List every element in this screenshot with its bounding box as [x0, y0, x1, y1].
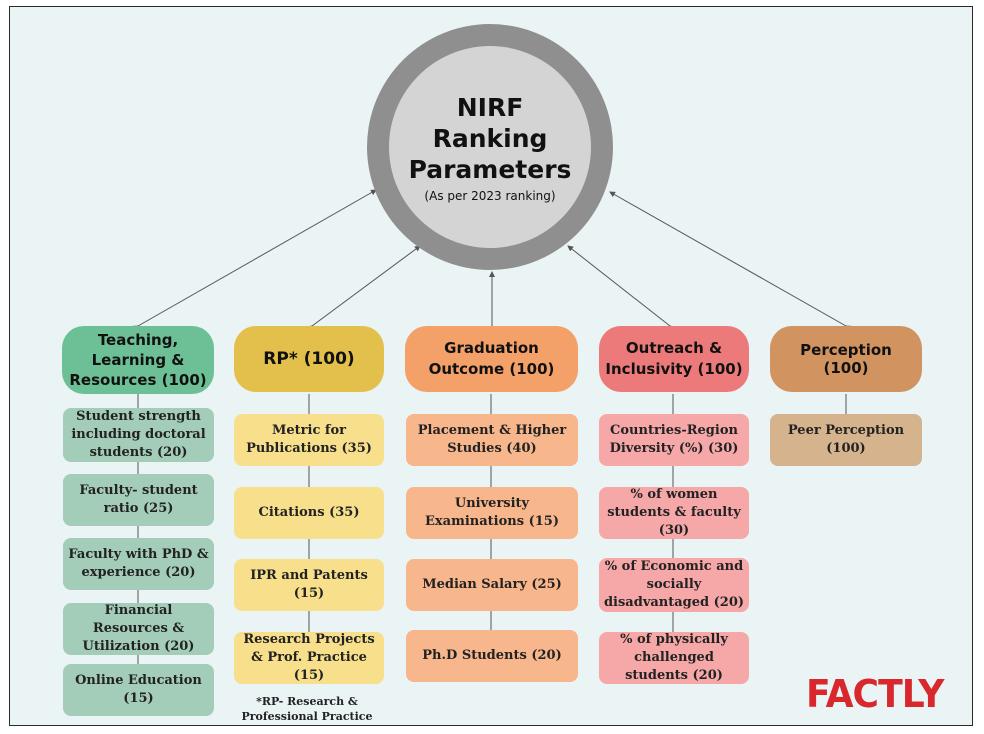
heading-perception: Perception (100): [770, 326, 922, 392]
item-median-salary: Median Salary (25): [406, 559, 578, 611]
item-faculty-student-ratio: Faculty- student ratio (25): [63, 474, 214, 526]
heading-graduation: Graduation Outcome (100): [405, 326, 578, 392]
item-student-strength: Student strength including doctoral stud…: [63, 408, 214, 462]
footnote-rp: *RP- Research & Professional Practice: [241, 695, 373, 723]
item-research-projects: Research Projects & Prof. Practice (15): [234, 632, 384, 684]
hub-title: NIRF Ranking Parameters: [408, 92, 572, 184]
item-metric-publications: Metric for Publications (35): [234, 414, 384, 466]
factly-logo: FACTLY: [806, 672, 944, 716]
hub-inner: NIRF Ranking Parameters (As per 2023 ran…: [389, 46, 591, 248]
item-faculty-phd: Faculty with PhD & experience (20): [63, 538, 214, 590]
item-ipr-patents: IPR and Patents (15): [234, 559, 384, 611]
item-economic-disadvantaged: % of Economic and socially disadvantaged…: [599, 558, 749, 612]
link-hub-teaching: [132, 189, 377, 332]
link-hub-rp: [306, 245, 421, 332]
item-physically-challenged: % of physically challenged students (20): [599, 632, 749, 684]
heading-outreach: Outreach & Inclusivity (100): [599, 326, 749, 392]
item-phd-students: Ph.D Students (20): [406, 630, 578, 682]
item-citations: Citations (35): [234, 487, 384, 539]
item-financial-resources: Financial Resources & Utilization (20): [63, 603, 214, 655]
item-countries-diversity: Countries-Region Diversity (%) (30): [599, 414, 749, 466]
heading-teaching: Teaching, Learning & Resources (100): [62, 326, 214, 394]
item-online-education: Online Education (15): [63, 664, 214, 716]
hub-subtitle: (As per 2023 ranking): [424, 188, 556, 203]
heading-rp: RP* (100): [234, 326, 384, 392]
hub-circle: NIRF Ranking Parameters (As per 2023 ran…: [367, 24, 613, 270]
item-women-students: % of women students & faculty (30): [599, 487, 749, 539]
link-hub-perception: [609, 191, 852, 332]
item-placement: Placement & Higher Studies (40): [406, 414, 578, 466]
item-university-exams: University Examinations (15): [406, 487, 578, 539]
link-hub-outreach: [567, 245, 676, 332]
item-peer-perception: Peer Perception (100): [770, 414, 922, 466]
